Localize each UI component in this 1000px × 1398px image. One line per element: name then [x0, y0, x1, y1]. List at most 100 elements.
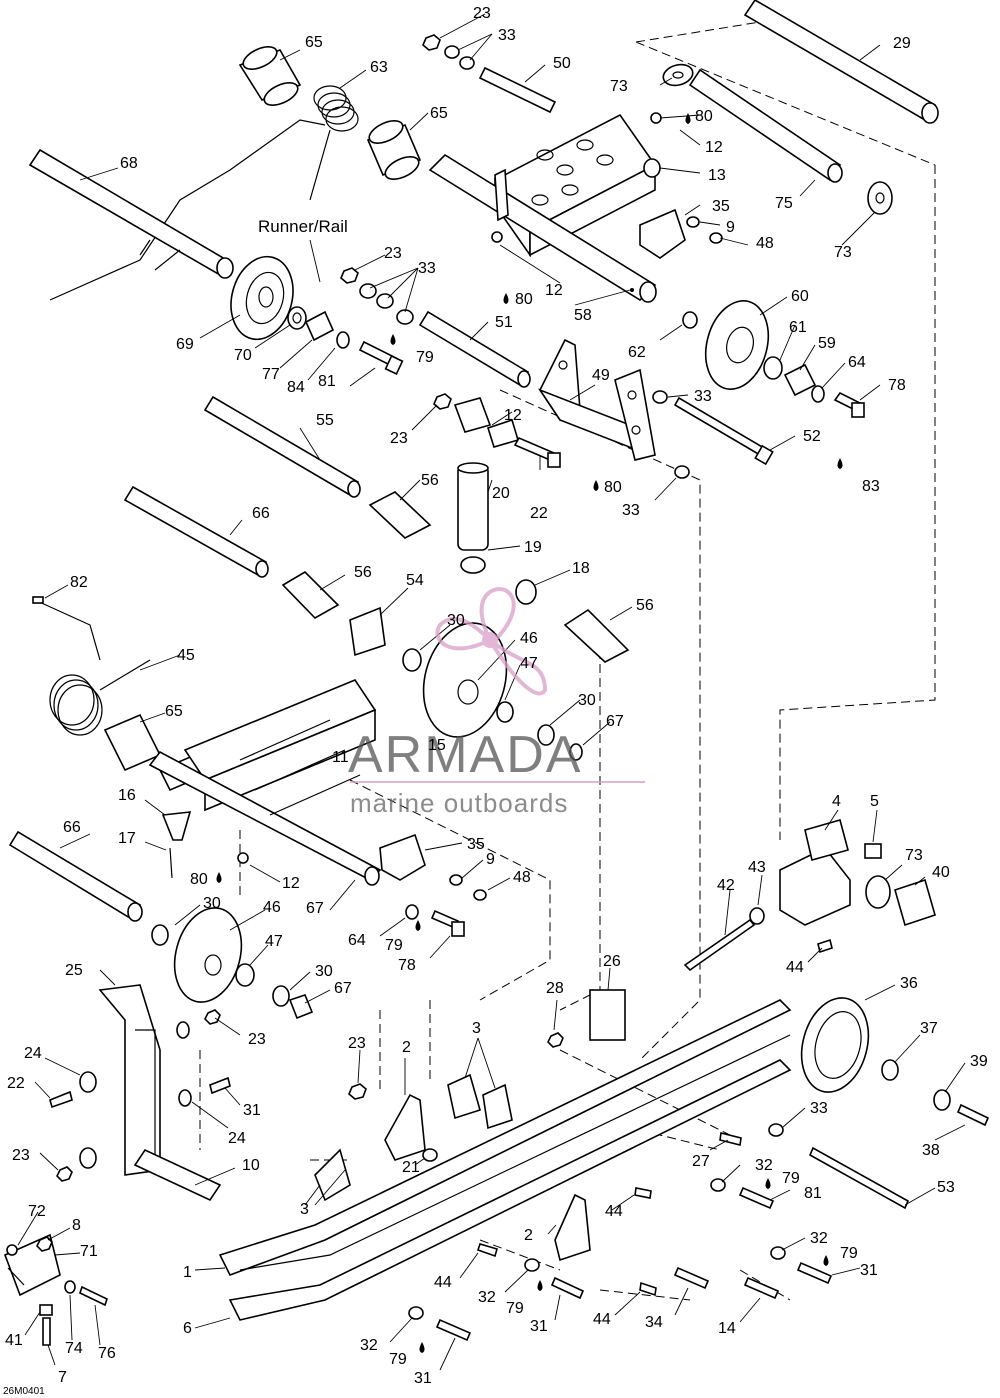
callout-label: 79 [840, 1245, 858, 1262]
callout-label: 78 [888, 377, 906, 394]
shaft-55 [203, 395, 360, 497]
callout-labels: 1 2 2 3 3 4 5 6 7 8 9 9 10 11 12 12 12 1… [3, 5, 988, 1397]
wheel-36 [800, 997, 870, 1093]
callout-label: 7 [58, 1369, 67, 1386]
nut-23-mid [433, 393, 452, 410]
callout-label: 61 [789, 319, 807, 336]
callout-label: 60 [791, 288, 809, 305]
callout-label: 79 [506, 1300, 524, 1317]
bolt-7 [42, 1317, 51, 1346]
bearing-70 [287, 306, 307, 330]
pin-72 [6, 1244, 18, 1256]
callout-label: 63 [370, 59, 388, 76]
bracket-2-b [554, 1193, 591, 1262]
callout-label: 5 [870, 793, 879, 810]
callout-label: 47 [265, 933, 283, 950]
bearing-30-a [402, 648, 422, 672]
callout-label: 76 [98, 1345, 116, 1362]
callout-label: 47 [520, 655, 538, 672]
callout-label: 51 [495, 314, 513, 331]
washer-67-low [288, 994, 314, 1020]
callout-label: 32 [755, 1157, 773, 1174]
callout-label: 79 [389, 1351, 407, 1368]
block-5 [864, 843, 882, 859]
callout-label: 23 [473, 5, 491, 22]
callout-label: 33 [622, 502, 640, 519]
mid-assembly [8, 393, 630, 1020]
callout-label: 22 [530, 505, 548, 522]
callout-label: 33 [418, 260, 436, 277]
callout-label: 67 [306, 900, 324, 917]
bushing-40 [894, 878, 936, 927]
callout-label: 23 [390, 430, 408, 447]
callout-label: 31 [414, 1370, 432, 1387]
runner-rail-1 [218, 999, 792, 1276]
screw-76 [79, 1285, 108, 1307]
callout-label: 23 [12, 1147, 30, 1164]
callout-label: 58 [574, 307, 592, 324]
callout-label: 67 [606, 713, 624, 730]
callout-label: 21 [402, 1159, 420, 1176]
spacer-59 [783, 363, 817, 397]
bushing-13 [643, 158, 661, 178]
callout-label: 70 [234, 347, 252, 364]
callout-label: 9 [486, 851, 495, 868]
washer-21 [422, 1148, 438, 1162]
callout-label: 25 [65, 962, 83, 979]
callout-label: 75 [775, 195, 793, 212]
callout-label: 55 [316, 412, 334, 429]
pin-50 [478, 66, 557, 114]
diagram-title-label: Runner/Rail [258, 217, 348, 236]
callout-label: 30 [203, 895, 221, 912]
top-assembly [28, 0, 939, 479]
callout-label: 23 [384, 245, 402, 262]
callout-label: 48 [513, 869, 531, 886]
nut-43 [749, 907, 765, 925]
callout-label: 73 [834, 244, 852, 261]
callout-label: 17 [118, 830, 136, 847]
callout-label: 30 [578, 692, 596, 709]
bushing-65-top [238, 46, 302, 106]
callout-label: 49 [592, 367, 610, 384]
callout-label: 30 [447, 612, 465, 629]
callout-label: 6 [183, 1320, 192, 1337]
callout-label: 41 [5, 1332, 23, 1349]
callout-label: 23 [348, 1035, 366, 1052]
callout-label: 32 [810, 1230, 828, 1247]
grease-fitting-12-low [237, 852, 249, 864]
washer-84 [336, 331, 350, 349]
shaft-29 [743, 0, 937, 122]
bracket-54 [349, 606, 386, 657]
callout-label: 56 [421, 472, 439, 489]
callout-label: 33 [694, 388, 712, 405]
bolt-22-low [49, 1090, 73, 1109]
bearing-30-b [537, 724, 555, 746]
grease-fitting-12-mid [491, 231, 503, 243]
callout-label: 27 [692, 1153, 710, 1170]
bearing-37 [881, 1059, 899, 1081]
callout-label: 42 [717, 877, 735, 894]
callout-label: 37 [920, 1020, 938, 1037]
nut-23 [340, 267, 359, 284]
bolt-31-d [435, 1318, 472, 1342]
washer-39 [933, 1089, 951, 1111]
stopper-35-mid [379, 833, 426, 881]
wheel-46-mid [422, 622, 508, 738]
rail-assembly [3, 984, 990, 1346]
callout-label: 11 [332, 749, 349, 766]
shaft-75 [688, 68, 842, 182]
callout-label: 3 [300, 1201, 309, 1218]
bracket-3-a [314, 1148, 351, 1202]
lubricant-drop-markers [216, 113, 843, 1353]
callout-label: 81 [804, 1185, 822, 1202]
callout-label: 33 [498, 27, 516, 44]
bearing-47-low [235, 963, 255, 987]
callout-label: 34 [645, 1314, 663, 1331]
rear-arm-58 [428, 113, 657, 303]
wheel-60 [704, 300, 770, 390]
callout-label: 26 [603, 953, 621, 970]
callout-label: 80 [604, 479, 622, 496]
nut-41 [39, 1304, 53, 1316]
callout-label: 24 [24, 1045, 42, 1062]
bracket-3-b [447, 1073, 481, 1120]
